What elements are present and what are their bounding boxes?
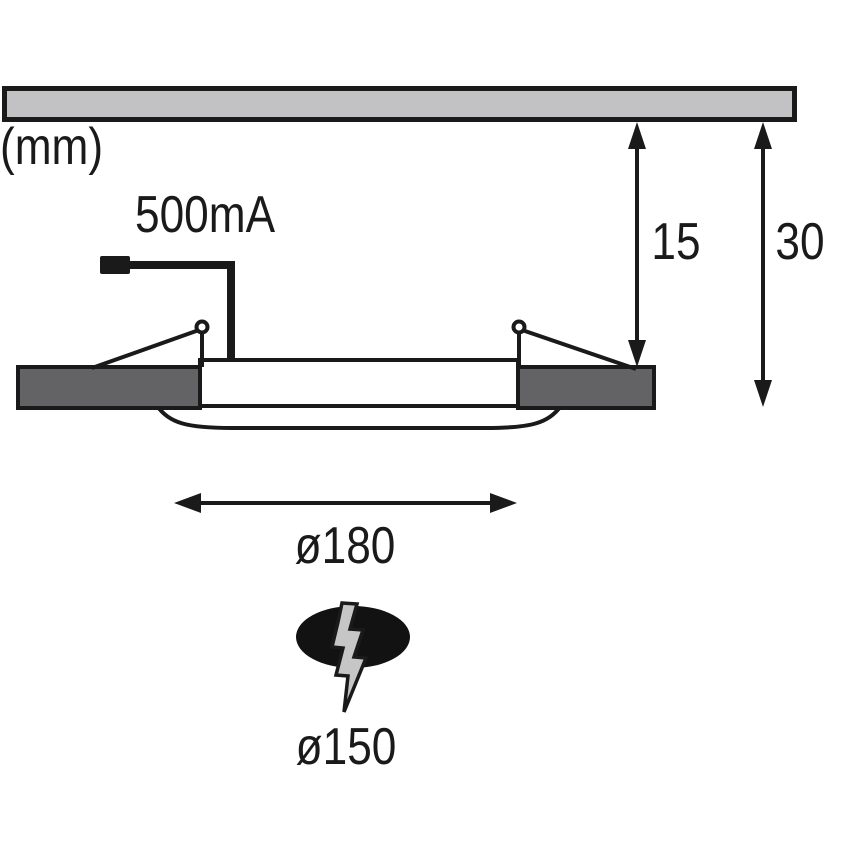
cable-wire	[126, 261, 235, 360]
arrow-up-icon	[628, 122, 646, 149]
current-label: 500mA	[135, 186, 276, 244]
unit-label: (mm)	[0, 118, 104, 176]
mounting-clip-left	[91, 319, 210, 370]
dim-30-label: 30	[775, 213, 825, 271]
diameter-150-label: ø150	[295, 718, 397, 776]
arrow-up-icon	[754, 122, 772, 149]
dimension-line-30	[754, 122, 772, 407]
clip-pivot-right	[511, 319, 527, 335]
clip-arm-left	[91, 328, 200, 370]
lamp-body	[198, 358, 520, 408]
housing-flange-right	[516, 365, 656, 410]
diameter-180-label: ø180	[294, 517, 396, 575]
arrow-down-icon	[754, 380, 772, 407]
clip-pivot-left	[194, 319, 210, 335]
arrow-down-icon	[628, 340, 646, 367]
cable-connector	[100, 256, 130, 274]
ceiling-panel	[2, 86, 797, 122]
dim-15-label: 15	[651, 213, 701, 271]
arrow-right-icon	[490, 493, 517, 513]
dimension-line-diameter-180	[174, 493, 517, 513]
trim-bezel	[155, 404, 563, 430]
mounting-clip-right	[511, 319, 637, 371]
lightning-bolt-icon	[329, 601, 369, 713]
clip-arm-right	[521, 328, 637, 371]
dimension-line-15	[628, 122, 646, 367]
housing-flange-left	[16, 365, 202, 410]
arrow-left-icon	[174, 493, 201, 513]
